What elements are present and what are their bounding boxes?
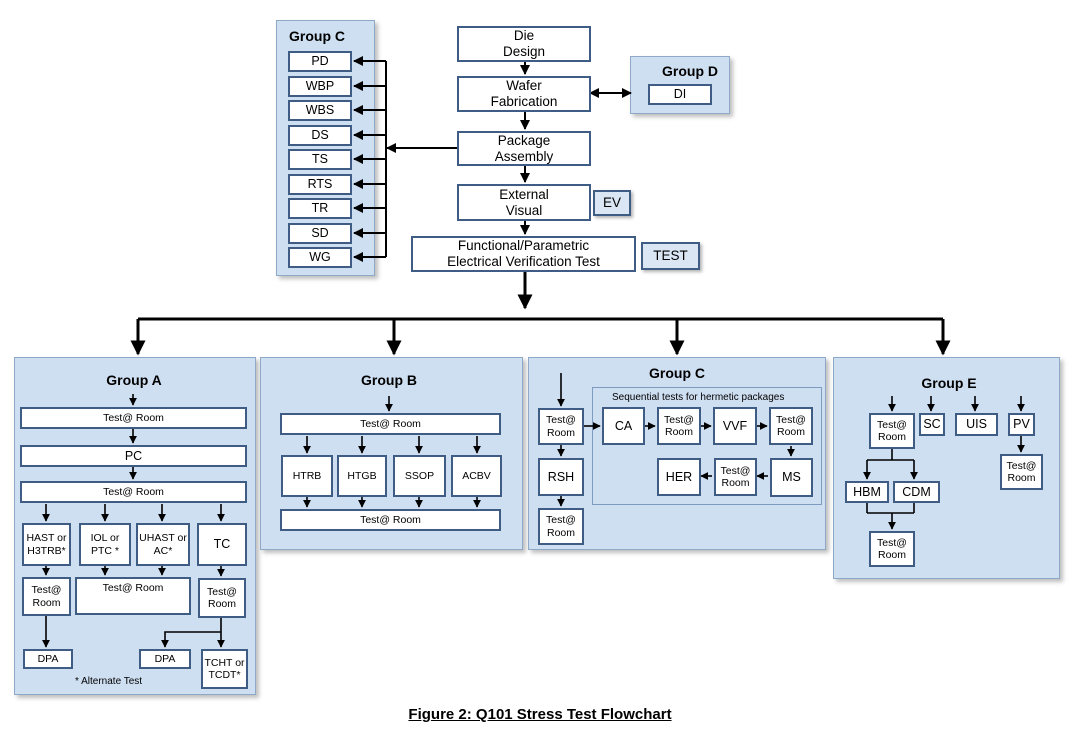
external-visual-box: External Visual (457, 184, 591, 221)
group-a-dpa-right: DPA (139, 649, 191, 669)
package-assembly-box: Package Assembly (457, 131, 591, 166)
group-b-test-room-bottom: Test@ Room (280, 509, 501, 531)
group-c-test-room-1: Test@ Room (538, 408, 584, 445)
group-c-item-pd: PD (288, 51, 352, 72)
group-b-htrb-box: HTRB (281, 455, 333, 497)
group-e-test-room-pv: Test@ Room (1000, 454, 1043, 490)
sequential-tests-label: Sequential tests for hermetic packages (612, 392, 785, 403)
group-a-pc-box: PC (20, 445, 247, 467)
group-a-test-room-mid: Test@ Room (75, 577, 191, 615)
group-b-ssop-box: SSOP (393, 455, 446, 497)
group-c-her-box: HER (657, 458, 701, 496)
group-c-test-room-4: Test@ Room (769, 407, 813, 445)
group-c-top-title: Group C (289, 28, 345, 44)
group-a-test-room-right: Test@ Room (198, 578, 246, 618)
ev-badge: EV (593, 190, 631, 216)
group-e-pv-box: PV (1008, 413, 1035, 436)
group-e-test-room-1: Test@ Room (869, 413, 915, 449)
group-b-acbv-box: ACBV (451, 455, 502, 497)
die-design-box: Die Design (457, 26, 591, 62)
sequential-tests-region (592, 387, 822, 505)
group-d-title: Group D (662, 63, 718, 79)
group-c-item-sd: SD (288, 223, 352, 244)
group-b-title: Group B (361, 372, 417, 388)
group-b-htgb-box: HTGB (337, 455, 387, 497)
group-a-hast-box: HAST or H3TRB* (22, 523, 71, 566)
group-a-title: Group A (106, 372, 162, 388)
group-c-rsh-box: RSH (538, 458, 584, 496)
group-c-test-room-2: Test@ Room (538, 508, 584, 545)
group-a-test-room-left: Test@ Room (22, 577, 71, 616)
group-c-bottom-title: Group C (649, 365, 705, 381)
group-a-dpa-left: DPA (23, 649, 73, 669)
group-c-item-tr: TR (288, 198, 352, 219)
group-c-item-wbp: WBP (288, 76, 352, 97)
group-c-test-room-3: Test@ Room (657, 407, 701, 445)
group-d-item-di: DI (648, 84, 712, 105)
group-c-item-rts: RTS (288, 174, 352, 195)
group-c-ms-box: MS (770, 458, 813, 497)
figure-caption: Figure 2: Q101 Stress Test Flowchart (408, 706, 672, 723)
group-e-test-room-bottom: Test@ Room (869, 531, 915, 567)
group-c-item-ts: TS (288, 149, 352, 170)
group-a-uhast-box: UHAST or AC* (136, 523, 190, 566)
wafer-fabrication-box: Wafer Fabrication (457, 76, 591, 112)
group-a-tc-box: TC (197, 523, 247, 566)
group-c-item-wbs: WBS (288, 100, 352, 121)
group-c-item-ds: DS (288, 125, 352, 146)
group-b-test-room-top: Test@ Room (280, 413, 501, 435)
group-e-hbm-box: HBM (845, 481, 889, 503)
group-a-tcht-box: TCHT or TCDT* (201, 649, 248, 689)
group-a-alternate-note: * Alternate Test (75, 676, 143, 687)
group-c-test-room-5: Test@ Room (714, 458, 757, 496)
group-c-item-wg: WG (288, 247, 352, 268)
group-c-vvf-box: VVF (713, 407, 757, 445)
functional-parametric-test-box: Functional/Parametric Electrical Verific… (411, 236, 636, 272)
group-e-cdm-box: CDM (893, 481, 940, 503)
test-badge: TEST (641, 242, 700, 270)
group-c-ca-box: CA (602, 407, 645, 445)
group-a-test-room-2: Test@ Room (20, 481, 247, 503)
group-e-title: Group E (921, 375, 977, 391)
group-a-test-room-1: Test@ Room (20, 407, 247, 429)
group-a-iol-box: IOL or PTC * (79, 523, 131, 566)
group-e-sc-box: SC (919, 413, 945, 436)
group-e-uis-box: UIS (955, 413, 998, 436)
